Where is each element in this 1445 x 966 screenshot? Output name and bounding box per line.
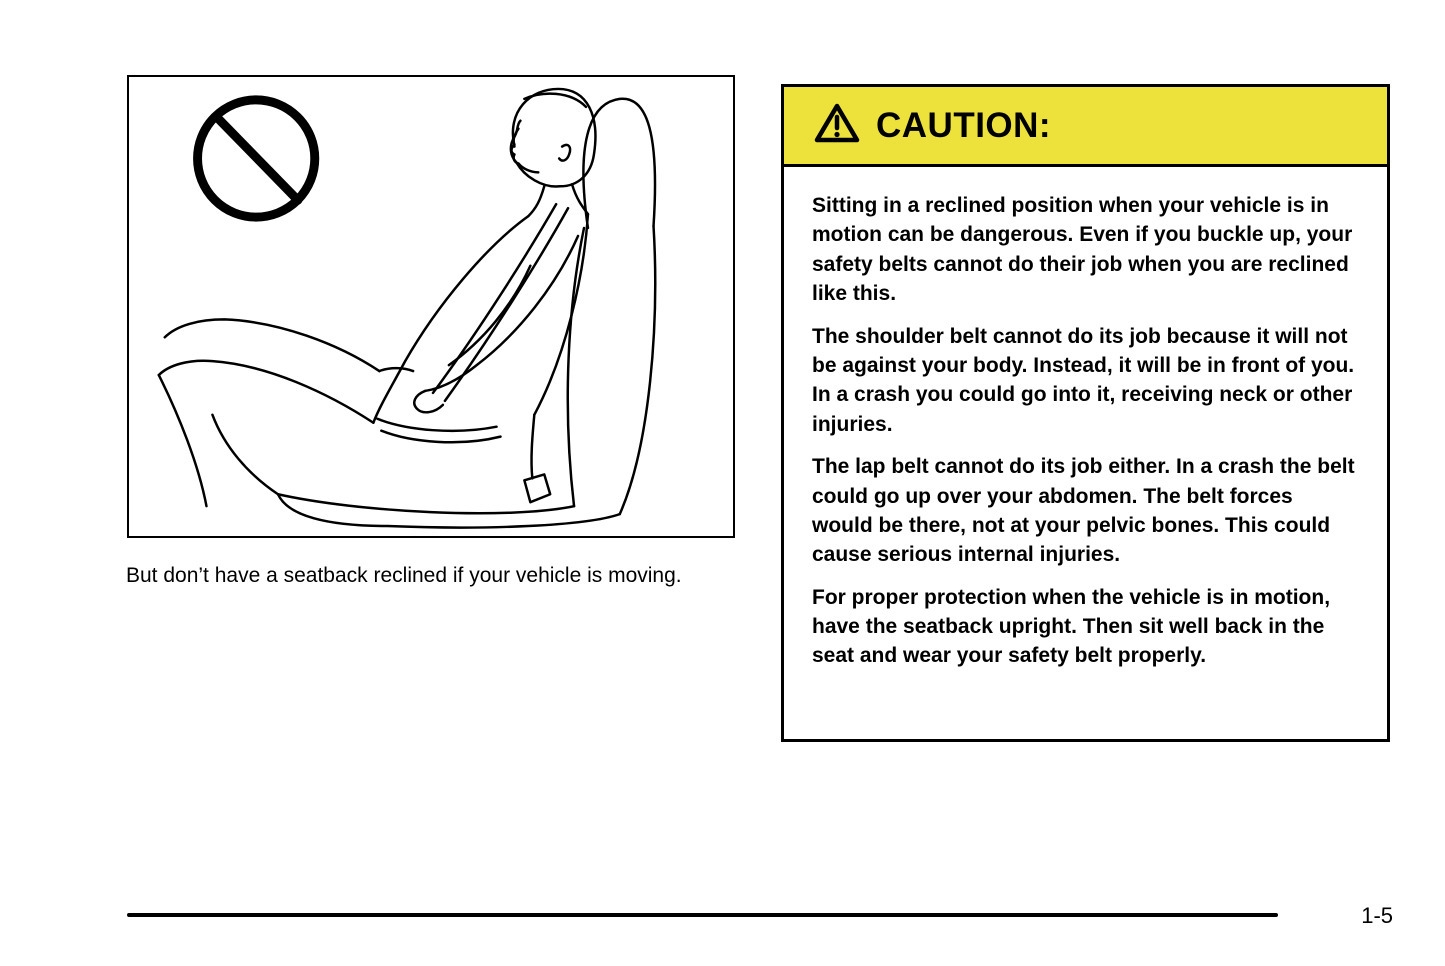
person-outline [157,87,597,508]
caution-paragraph: The lap belt cannot do its job either. I… [812,455,1355,567]
caution-header: CAUTION: [784,87,1387,167]
caution-paragraph: For proper protection when the vehicle i… [812,585,1331,668]
warning-triangle-icon [814,102,860,149]
footer-rule [127,913,1278,917]
caution-box: CAUTION: Sitting in a reclined position … [781,84,1390,742]
caution-paragraph: The shoulder belt cannot do its job beca… [812,324,1355,436]
caution-title: CAUTION: [876,105,1052,145]
no-symbol-icon [193,95,320,222]
reclined-seat-figure [127,75,735,538]
caution-paragraph: Sitting in a reclined position when your… [812,194,1353,306]
figure-caption: But don’t have a seatback reclined if yo… [126,564,682,587]
seat-outline [276,97,657,529]
reclined-seat-illustration [157,87,657,529]
caution-body: Sitting in a reclined position when your… [784,167,1387,671]
page-number: 1-5 [1361,903,1393,928]
